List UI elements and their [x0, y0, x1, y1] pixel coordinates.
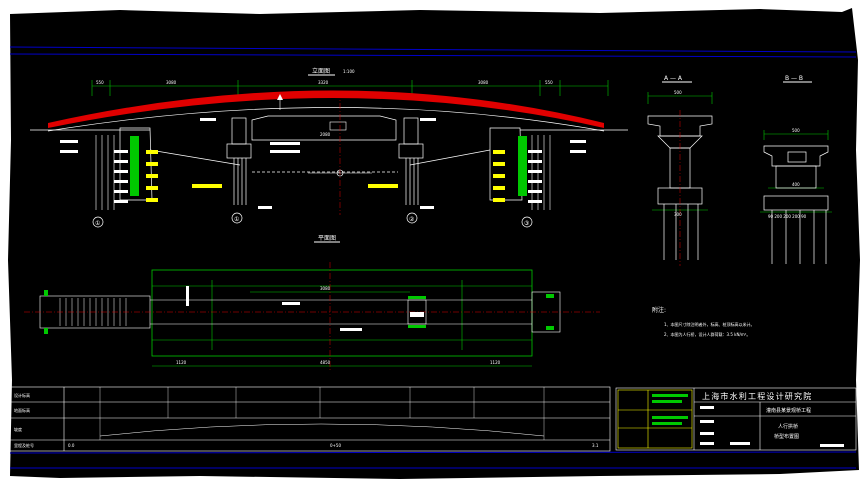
notes-block: 附注: 1、本图尺寸除注明者外，标高、桩顶标高以米计。 2、本图为人行桥，设计人…	[652, 306, 755, 337]
table-row-design-elev: 设计标高	[14, 392, 30, 398]
axis-label-2: ②	[409, 216, 415, 223]
arch-deck	[48, 90, 604, 128]
plan-dim-span: 3080	[320, 286, 331, 291]
axis-label-1b: ①	[234, 216, 239, 223]
title-block: 上海市水利工程设计研究院 灌南县某景观桥工程 人行拱桥 桥型布置图	[615, 387, 857, 451]
axis-label-3: ③	[524, 220, 529, 227]
sec-a-dim-top: 500	[674, 90, 682, 95]
mileage-start: 0.0	[68, 443, 75, 448]
table-row-slope: 坡度	[14, 426, 22, 432]
sec-b-dim-base: 90 200 200 200 90	[768, 214, 807, 219]
title-block-drawing-2: 桥型布置图	[774, 433, 799, 440]
sec-a-dim-base: 300	[674, 212, 682, 217]
section-aa-title: A — A	[664, 75, 683, 82]
mileage-mid: 0+50	[330, 443, 341, 448]
plan-dim-mid: 4850	[320, 360, 331, 365]
dim-span-left: 3080	[166, 80, 177, 85]
table-row-mileage: 里程及桩号	[14, 442, 34, 448]
plan-view: 平面图	[24, 235, 600, 372]
title-block-drawing-1: 人行拱桥	[778, 423, 798, 430]
elevation-view: 立面图 1:100 550 3080 3320 3080 550	[30, 67, 628, 228]
notes-line-2: 2、本图为人行桥，设计人群荷载：3.5 kN/m²。	[664, 331, 750, 337]
dim-end-right: 550	[545, 80, 553, 85]
section-bb-title: B — B	[785, 75, 803, 82]
profile-table: 设计标高 地面标高 坡度 里程及桩号 0.0 0+50 3.1	[9, 386, 611, 452]
dim-span-right: 3080	[478, 80, 489, 85]
elevation-title: 立面图	[312, 67, 330, 75]
notes-heading: 附注:	[652, 306, 666, 314]
section-bb: B — B 500 400 90 200 200 200 90	[760, 75, 832, 264]
plan-title: 平面图	[318, 235, 336, 242]
drawing-frame	[9, 46, 857, 469]
notes-line-1: 1、本图尺寸除注明者外，标高、桩顶标高以米计。	[664, 321, 755, 327]
sec-b-dim-mid: 400	[792, 182, 800, 187]
dim-span-mid: 3320	[318, 80, 329, 85]
title-block-project: 灌南县某景观桥工程	[766, 407, 811, 414]
elevation-scale: 1:100	[343, 69, 355, 74]
section-aa: A — A 500 300	[647, 75, 713, 266]
title-block-institute: 上海市水利工程设计研究院	[702, 391, 812, 401]
dim-center-height: 2080	[320, 132, 331, 137]
axis-label-1a: ①	[95, 220, 100, 227]
dim-end-left: 550	[96, 80, 104, 85]
table-row-ground-elev: 地面标高	[14, 407, 30, 413]
mileage-end: 3.1	[592, 443, 599, 448]
drawing-background	[8, 8, 860, 479]
sec-b-dim-top: 500	[792, 128, 800, 133]
plan-dim-left: 1120	[176, 360, 187, 365]
plan-dim-right: 1120	[490, 360, 501, 365]
